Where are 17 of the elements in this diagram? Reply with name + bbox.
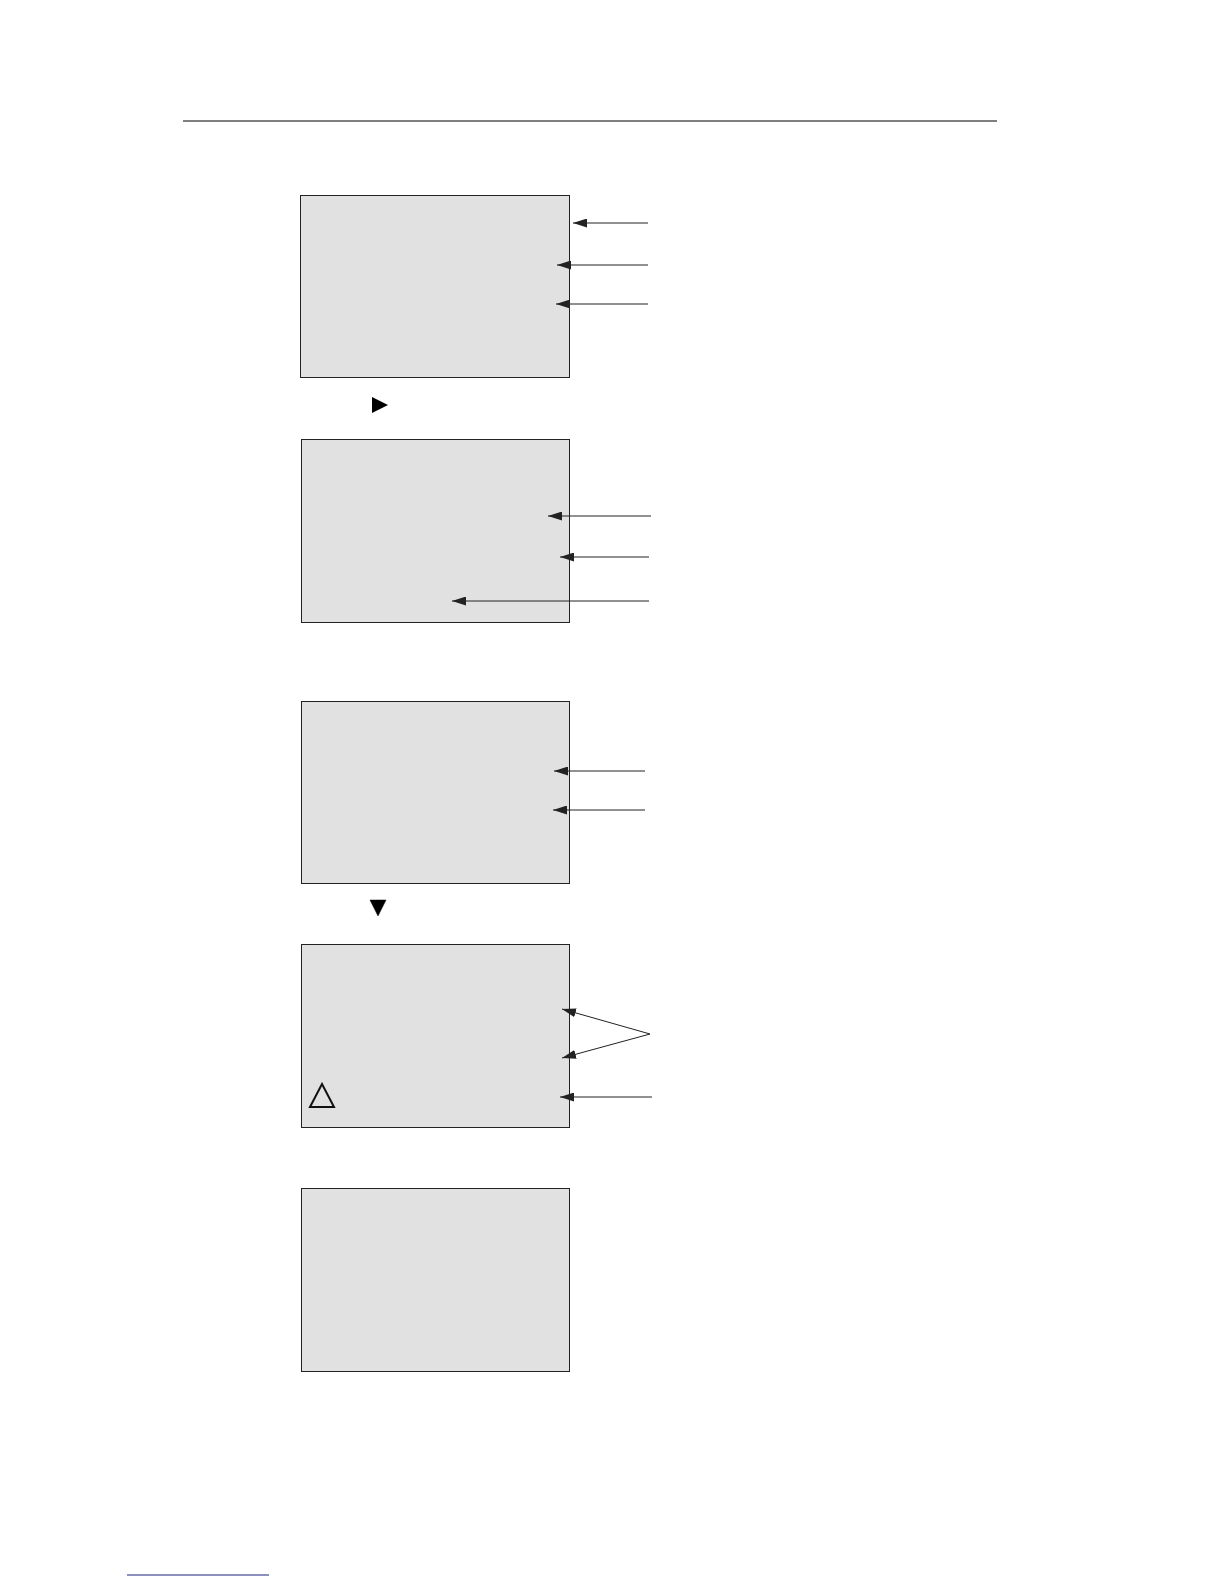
screen-box — [301, 944, 570, 1128]
leader-arrow — [556, 260, 649, 270]
leader-arrow — [559, 1092, 653, 1102]
screen-box — [301, 439, 570, 623]
screen-box — [301, 701, 570, 884]
leader-arrow — [552, 805, 646, 815]
leader-arrow — [451, 596, 650, 606]
screen-box — [301, 1188, 570, 1372]
leader-arrow — [553, 766, 646, 776]
screen-box — [300, 195, 570, 378]
leader-arrow — [572, 218, 649, 228]
leader-arrow — [559, 552, 650, 562]
leader-arrow — [555, 299, 649, 309]
leader-arrow — [561, 1008, 651, 1035]
block-arrow — [369, 899, 387, 917]
leader-arrow — [547, 511, 652, 521]
leader-arrow — [561, 1033, 651, 1059]
